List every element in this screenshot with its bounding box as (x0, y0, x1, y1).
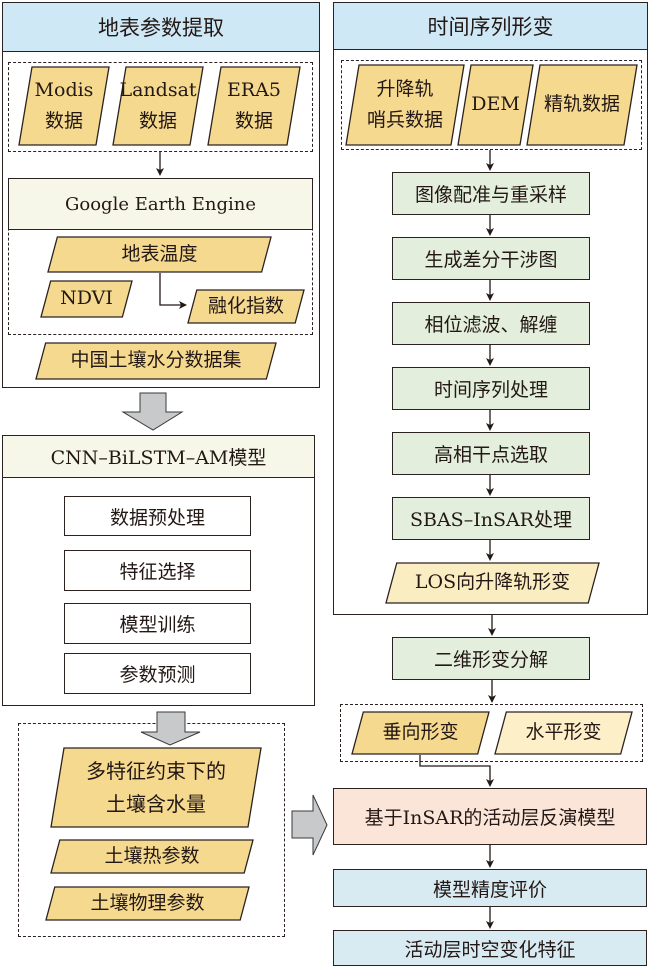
soil-moisture-dataset: 中国土壤水分数据集 (35, 342, 277, 380)
big-arrow-down-1 (121, 392, 184, 431)
landsat-data: Landsat 数据 (112, 66, 204, 146)
precise-orbit-data: 精轨数据 (526, 64, 638, 146)
step-time-series: 时间序列处理 (392, 367, 590, 410)
era5-data: ERA5 数据 (207, 66, 301, 146)
parallelogram-shape (18, 66, 110, 146)
surface-parameter-title: 地表参数提取 (2, 2, 320, 52)
los-deformation: LOS向升降轨形变 (385, 562, 600, 604)
time-series-title: 时间序列形变 (333, 2, 648, 50)
parallelogram-shape (45, 886, 250, 921)
gee-platform: Google Earth Engine (8, 178, 313, 230)
modis-data: Modis 数据 (18, 66, 110, 146)
parallelogram-shape (385, 562, 600, 604)
parallelogram-shape (47, 236, 272, 273)
step-filter-unwrap: 相位滤波、解缠 (392, 302, 590, 345)
insar-inversion-model: 基于InSAR的活动层反演模型 (333, 788, 647, 845)
vertical-deformation: 垂向形变 (351, 711, 490, 755)
parallelogram-shape (35, 342, 277, 380)
big-arrow-right (291, 794, 328, 856)
step-parameter-prediction: 参数预测 (64, 653, 251, 694)
parallelogram-shape (351, 711, 490, 755)
parallelogram-shape (50, 747, 262, 828)
parallelogram-shape (457, 64, 534, 146)
left-sources-group (8, 62, 313, 152)
step-feature-selection: 特征选择 (64, 550, 251, 591)
parallelogram-shape (526, 64, 638, 146)
parallelogram-shape (207, 66, 301, 146)
model-accuracy-evaluation: 模型精度评价 (333, 869, 647, 907)
parallelogram-shape (345, 64, 465, 146)
soil-physical-parameters: 土壤物理参数 (45, 886, 250, 921)
active-layer-characteristics: 活动层时空变化特征 (333, 930, 647, 966)
sentinel-data: 升降轨 哨兵数据 (345, 64, 465, 146)
step-model-training: 模型训练 (64, 603, 251, 644)
dem-data: DEM (457, 64, 534, 146)
step-interferogram: 生成差分干涉图 (392, 237, 590, 280)
deformation-group (340, 704, 643, 762)
parallelogram-shape (40, 280, 133, 318)
parallelogram-shape (112, 66, 204, 146)
step-preprocessing: 数据预处理 (64, 496, 251, 536)
soil-moisture-output: 多特征约束下的 土壤含水量 (50, 747, 262, 828)
land-surface-temperature: 地表温度 (47, 236, 272, 273)
model-title: CNN–BiLSTM–AM模型 (2, 435, 315, 478)
parallelogram-shape (50, 839, 254, 874)
soil-thermal-parameters: 土壤热参数 (50, 839, 254, 874)
ndvi: NDVI (40, 280, 133, 318)
step-sbas-insar: SBAS–InSAR处理 (392, 497, 590, 540)
step-registration: 图像配准与重采样 (392, 172, 590, 215)
deformation-decomposition: 二维形变分解 (392, 637, 590, 680)
right-sources-group (341, 60, 642, 150)
step-coherent-points: 高相干点选取 (392, 432, 590, 475)
parallelogram-shape (187, 289, 305, 324)
horizontal-deformation: 水平形变 (494, 711, 633, 755)
parallelogram-shape (494, 711, 633, 755)
melt-index: 融化指数 (187, 289, 305, 324)
